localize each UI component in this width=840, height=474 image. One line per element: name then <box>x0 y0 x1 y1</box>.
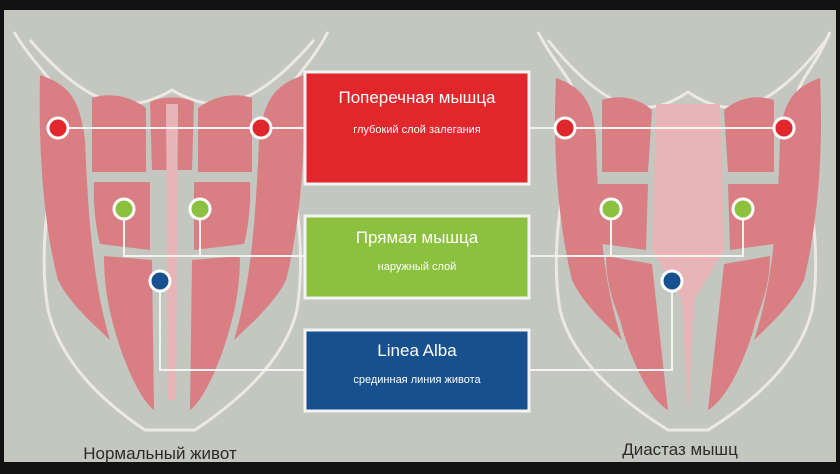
marker-rectus-dot <box>112 197 136 221</box>
lateral-muscle-right <box>754 78 822 340</box>
rectus-segment-upper-left <box>92 95 146 172</box>
marker-rectus-dot <box>599 197 623 221</box>
rectus-segment-lower-right <box>708 256 770 410</box>
legend-box-linea: Linea Alba срединная линия живота <box>303 328 531 413</box>
rib-arc <box>28 39 316 106</box>
legend-box-transverse: Поперечная мышца глубокий слой залегания <box>303 70 531 186</box>
marker-linea-dot <box>148 269 172 293</box>
marker-dots <box>46 116 796 293</box>
linea-alba-strip <box>166 104 178 400</box>
marker-rectus-dot <box>731 197 755 221</box>
legend-title-transverse: Поперечная мышца <box>338 88 496 107</box>
legend-box-rectus: Прямая мышца наружный слой <box>303 214 531 300</box>
marker-transverse-dot <box>46 116 70 140</box>
legend-box-rectus-bg <box>303 214 531 300</box>
legend-title-linea: Linea Alba <box>377 341 457 360</box>
rectus-segment-upper-right <box>724 97 774 172</box>
rectus-segment-upper-left <box>602 97 652 172</box>
rectus-segment-upper-right <box>198 95 252 172</box>
rectus-segment-mid-right <box>194 182 251 250</box>
connector-rectus-right <box>610 209 744 257</box>
rib-arc <box>546 39 828 110</box>
torso-normal <box>12 31 330 432</box>
marker-transverse-dot <box>249 116 273 140</box>
connector-rectus-left <box>123 209 201 257</box>
legend-title-rectus: Прямая мышца <box>356 228 479 247</box>
rectus-segment-lower-left <box>606 256 668 410</box>
lateral-muscle-left <box>554 78 622 340</box>
marker-rectus-dot <box>188 197 212 221</box>
legend-subtitle-transverse: глубокий слой залегания <box>353 124 481 136</box>
legend-box-linea-bg <box>303 328 531 413</box>
connector-linea-left <box>159 281 305 371</box>
marker-transverse-dot <box>553 116 577 140</box>
legend-subtitle-linea: срединная линия живота <box>353 374 481 386</box>
caption-diastasis: Диастаз мышц <box>622 440 738 459</box>
caption-normal: Нормальный живот <box>83 444 237 463</box>
legend-subtitle-rectus: наружный слой <box>378 261 457 273</box>
marker-linea-dot <box>660 269 684 293</box>
rectus-segment-lower-left <box>104 256 154 410</box>
lateral-muscle-right <box>234 75 305 340</box>
lateral-muscle-left <box>39 75 111 340</box>
connector-linea-right <box>530 281 673 371</box>
legend-box-transverse-bg <box>303 70 531 186</box>
marker-transverse-dot <box>772 116 796 140</box>
rectus-segment-lower-right <box>190 256 240 410</box>
